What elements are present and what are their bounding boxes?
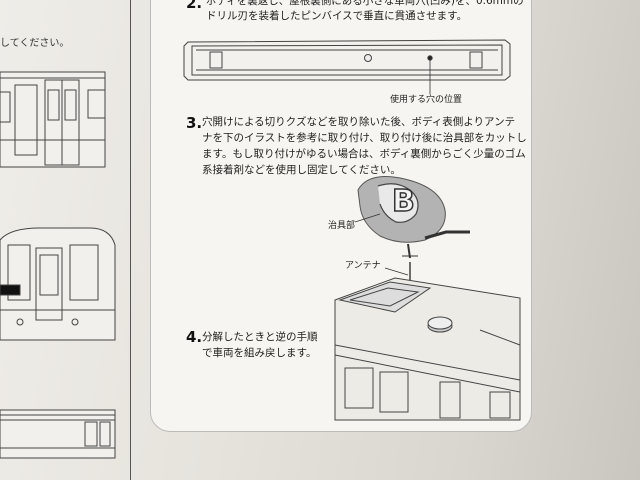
step3-number: 3. xyxy=(186,114,203,132)
hole-position-label: 使用する穴の位置 xyxy=(390,95,463,105)
step2-number: 2. xyxy=(186,0,203,12)
step3-line4: 系接着剤などを使用し固定してください。 xyxy=(202,164,401,176)
jig-label: 治具部 xyxy=(328,221,356,231)
left-instruction-text: してください。 xyxy=(0,38,70,49)
step3-line3: ます。もし取り付けがゆるい場合は、ボディ裏側からごく少量のゴム xyxy=(202,148,526,160)
car-body-underside xyxy=(183,39,511,94)
step3-line1: 穴開けによる切りクズなどを取り除いた後、ボディ表側よりアンテ xyxy=(202,116,516,128)
train-front-middle xyxy=(0,227,116,341)
step2-line2: ドリル刃を装着したピンバイスで垂直に貫通させます。 xyxy=(206,10,468,22)
step2-line1: ボディを裏返し、屋根裏側にある小さな車両穴(凹み)を、0.6mmの xyxy=(206,0,524,7)
hole-marker xyxy=(427,55,433,61)
train-illustrations xyxy=(0,71,116,459)
car-roof-illustration xyxy=(334,277,521,421)
column-divider xyxy=(130,0,131,480)
left-column: してください。 xyxy=(0,0,128,480)
train-front-top xyxy=(0,71,106,168)
antenna-label: アンテナ xyxy=(345,261,381,271)
step4-line2: で車両を組み戻します。 xyxy=(202,347,317,359)
step3-line2: ナを下のイラストを参考に取り付け、取り付け後に治具部をカットし xyxy=(202,132,527,144)
antenna-jig-illustration xyxy=(354,176,470,320)
step4-number: 4. xyxy=(186,328,203,346)
train-side-bottom xyxy=(0,409,116,459)
jig-letter: B xyxy=(391,183,415,220)
step4-line1: 分解したときと逆の手順 xyxy=(202,331,318,343)
